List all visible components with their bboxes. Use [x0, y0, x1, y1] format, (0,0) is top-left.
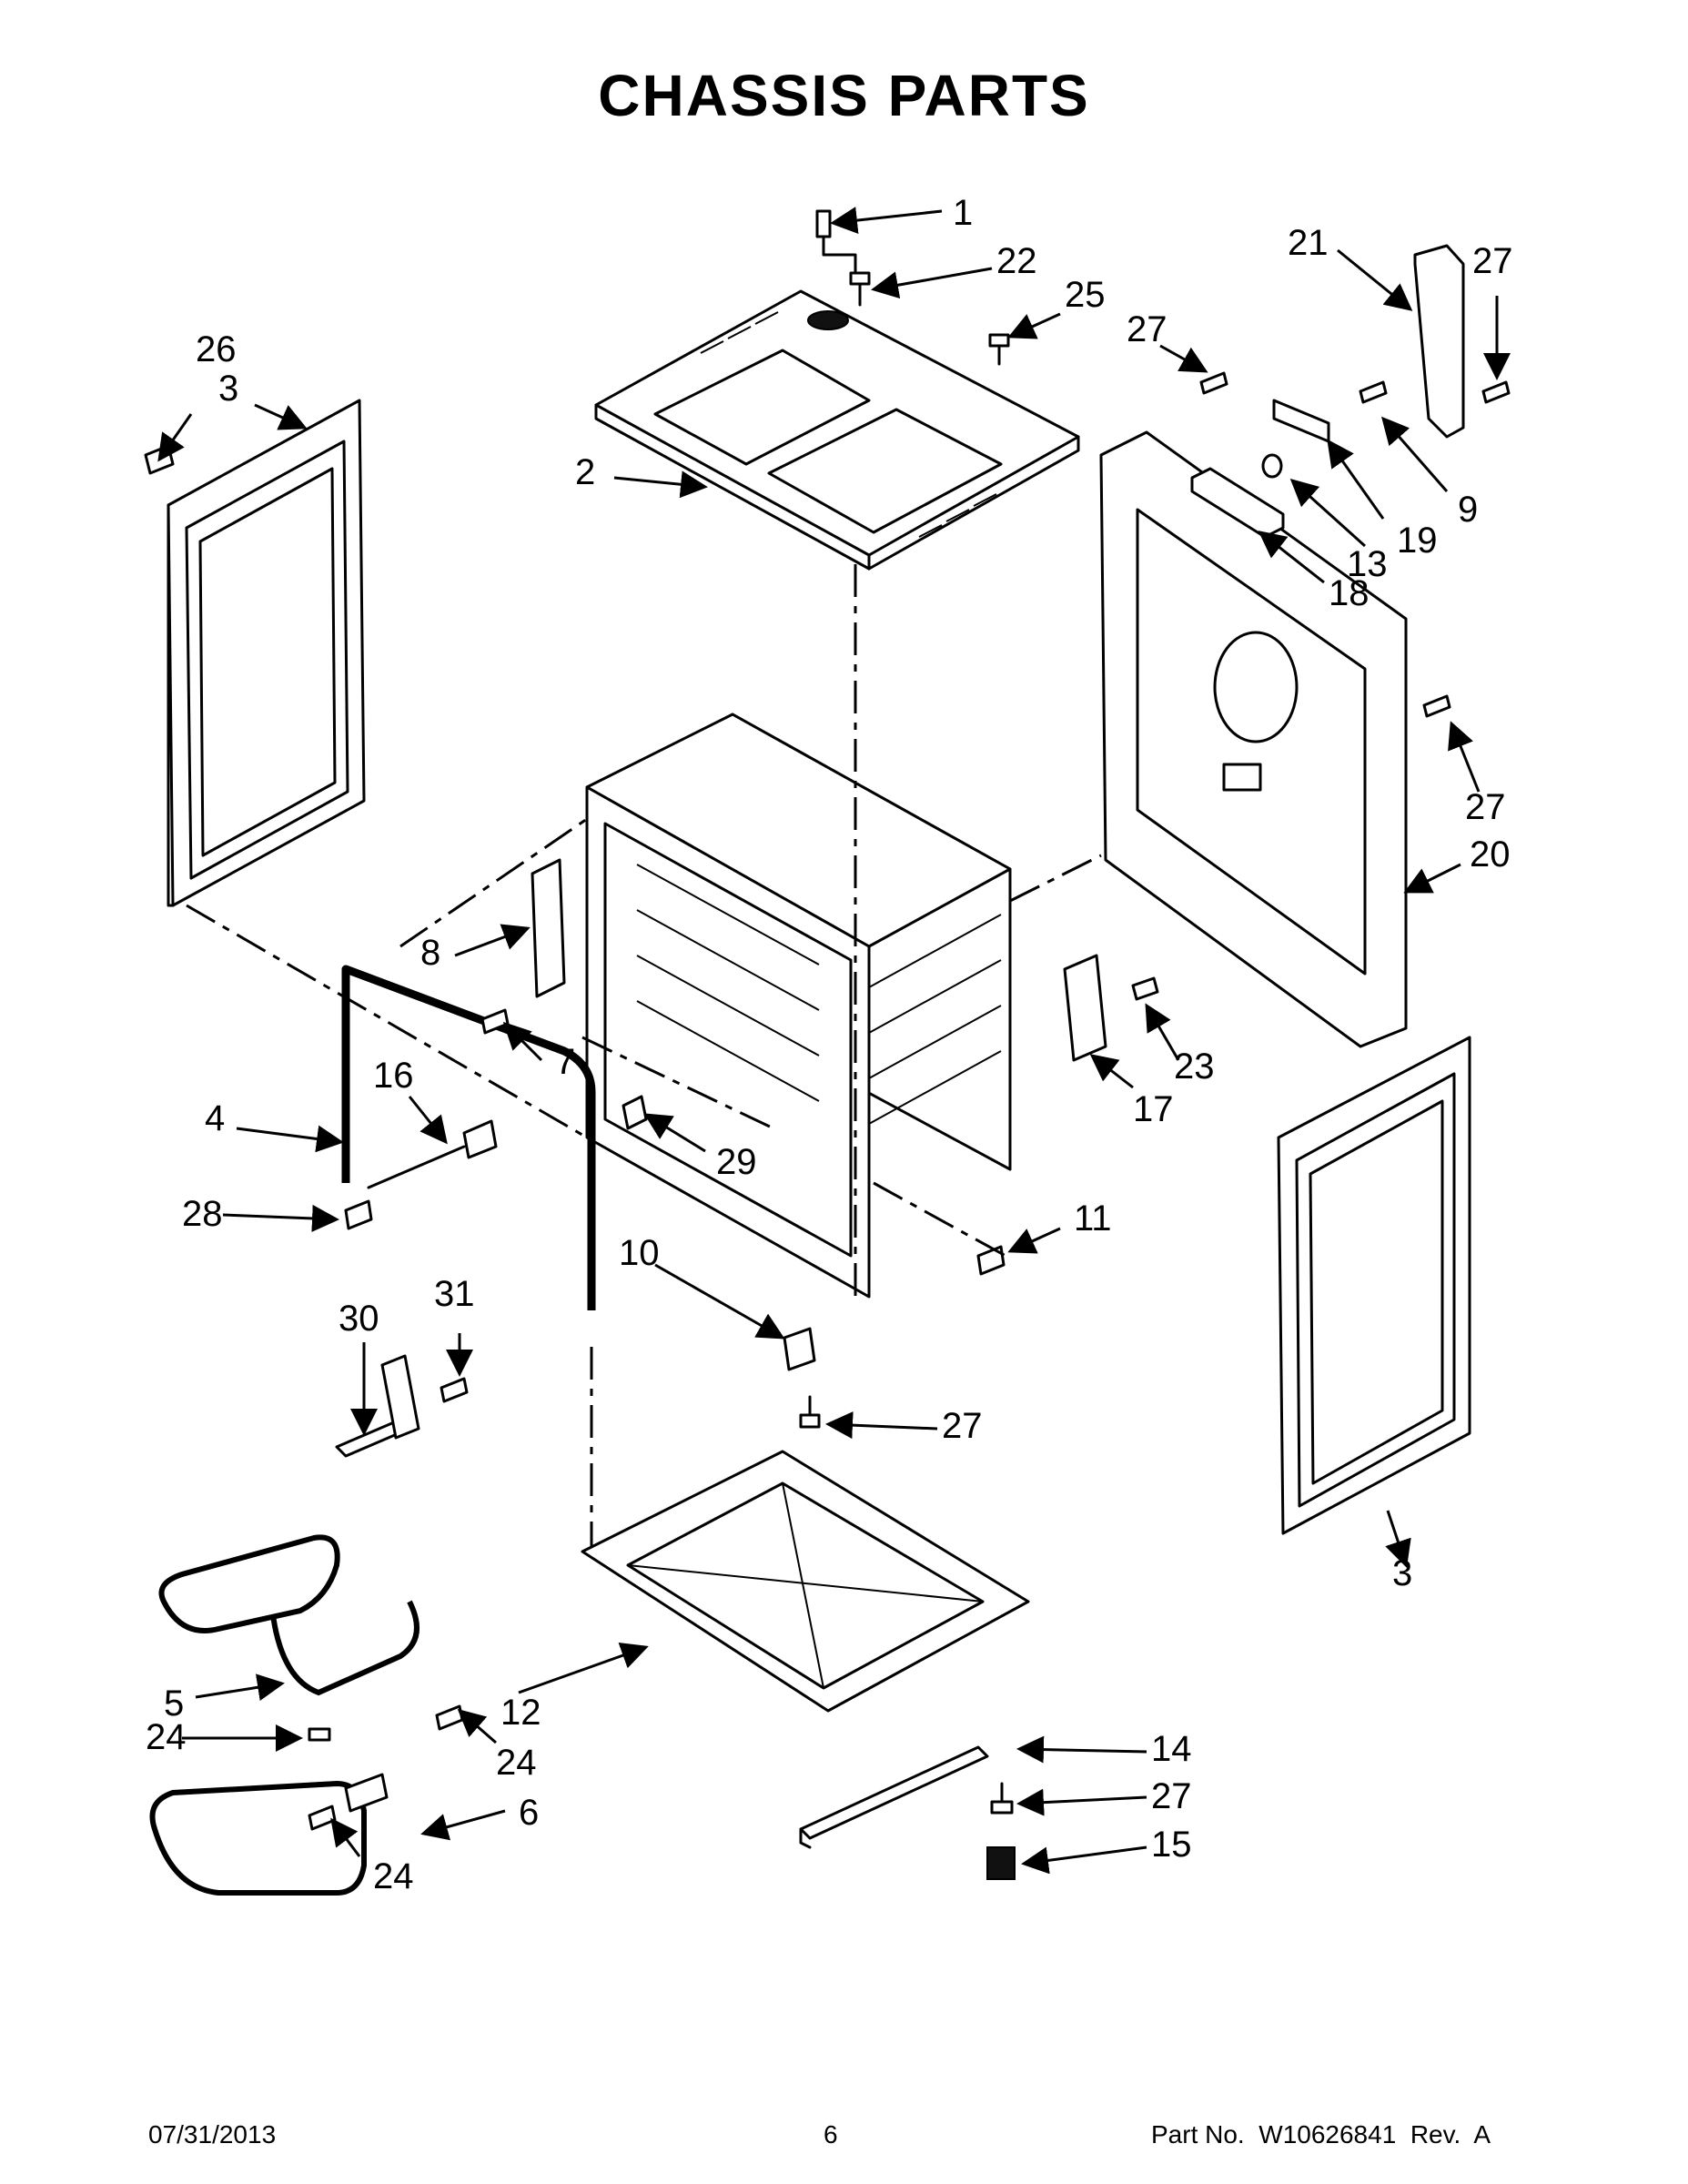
part-17-bracket	[1063, 954, 1107, 1062]
part-16-sensor	[367, 1119, 498, 1189]
callout-2: 2	[575, 452, 595, 492]
part-31-screw	[440, 1377, 469, 1403]
page-title: CHASSIS PARTS	[598, 63, 1090, 128]
callout-5: 5	[164, 1684, 184, 1724]
callout-31: 31	[434, 1274, 475, 1314]
part-30-bracket	[335, 1354, 420, 1458]
callout-13: 13	[1347, 544, 1388, 584]
part-21-shield	[1413, 244, 1465, 439]
callout-24-a: 24	[146, 1717, 187, 1757]
callout-7: 7	[555, 1042, 575, 1082]
callout-arrows	[157, 207, 1511, 1875]
callout-30: 30	[339, 1299, 379, 1339]
callout-24-c: 24	[373, 1856, 414, 1896]
callout-17: 17	[1133, 1089, 1174, 1129]
footer-part-number: Part No. W10626841 Rev. A	[1151, 2120, 1491, 2149]
callout-12: 12	[500, 1693, 541, 1733]
part-27-screws-top	[1199, 371, 1511, 718]
callout-10: 10	[619, 1233, 660, 1273]
callout-24-b: 24	[496, 1743, 537, 1783]
footer-date: 07/31/2013	[148, 2120, 277, 2149]
callout-3-right: 3	[1392, 1553, 1412, 1593]
back-panel-part	[1099, 430, 1408, 1048]
right-side-panel-part	[1277, 1036, 1471, 1535]
part-9-terminal-block	[1272, 399, 1330, 443]
callout-3-left: 3	[218, 369, 238, 409]
footer-page-number: 6	[824, 2120, 838, 2149]
part-11-screw	[976, 1245, 1006, 1276]
callout-27-a: 27	[1127, 309, 1167, 349]
part-27-screw-low	[990, 1782, 1014, 1815]
part-28-screw	[344, 1199, 373, 1230]
callout-4: 4	[205, 1098, 225, 1138]
part-10-hinge-receiver	[783, 1327, 816, 1371]
part-6-broil-element	[149, 1773, 389, 1896]
callout-27-b: 27	[1472, 241, 1513, 281]
callout-6: 6	[519, 1793, 539, 1833]
callout-15: 15	[1151, 1825, 1192, 1865]
part-27-screw-mid	[799, 1395, 821, 1429]
callout-14: 14	[1151, 1729, 1192, 1769]
callout-25: 25	[1065, 275, 1106, 315]
part-12-bottom-panel	[581, 1450, 1030, 1713]
part-25-screw	[988, 333, 1010, 366]
callout-28: 28	[182, 1194, 223, 1234]
callout-11: 11	[1074, 1198, 1112, 1239]
callout-27-c: 27	[1465, 787, 1506, 827]
callout-1: 1	[953, 193, 973, 233]
callout-27-e: 27	[1151, 1776, 1192, 1816]
callout-8: 8	[420, 933, 440, 973]
callout-22: 22	[996, 241, 1037, 281]
callout-16: 16	[373, 1056, 414, 1096]
part-22-screw	[849, 271, 871, 307]
left-side-panel-part	[167, 399, 366, 907]
callout-26: 26	[196, 329, 237, 369]
part-18-bracket	[1190, 467, 1285, 539]
part-1-stud	[815, 209, 857, 273]
part-4-gasket	[341, 965, 596, 1310]
part-14-rail	[799, 1745, 989, 1849]
callout-labels: 1 2 3 3 4 5 6 7 8 9 10 11 12 13 14 15 16…	[146, 193, 1513, 1896]
callout-29: 29	[716, 1142, 757, 1182]
callout-23: 23	[1174, 1046, 1215, 1087]
callout-9: 9	[1458, 490, 1478, 530]
callout-20: 20	[1470, 834, 1511, 875]
part-13-nut	[1261, 453, 1283, 479]
part-15-leveling-leg	[986, 1846, 1016, 1880]
callout-21: 21	[1288, 223, 1329, 263]
callout-19: 19	[1397, 521, 1438, 561]
part-23-screw	[1131, 976, 1159, 1001]
alignment-lines	[186, 564, 1102, 1547]
callout-18: 18	[1329, 573, 1370, 613]
oven-cavity-part	[585, 713, 1012, 1299]
part-8-bracket	[531, 858, 566, 998]
cooktop-panel-part	[594, 289, 1080, 571]
part-5-bake-element	[158, 1534, 419, 1696]
part-24-screws	[308, 1704, 464, 1831]
callout-27-d: 27	[942, 1406, 983, 1446]
